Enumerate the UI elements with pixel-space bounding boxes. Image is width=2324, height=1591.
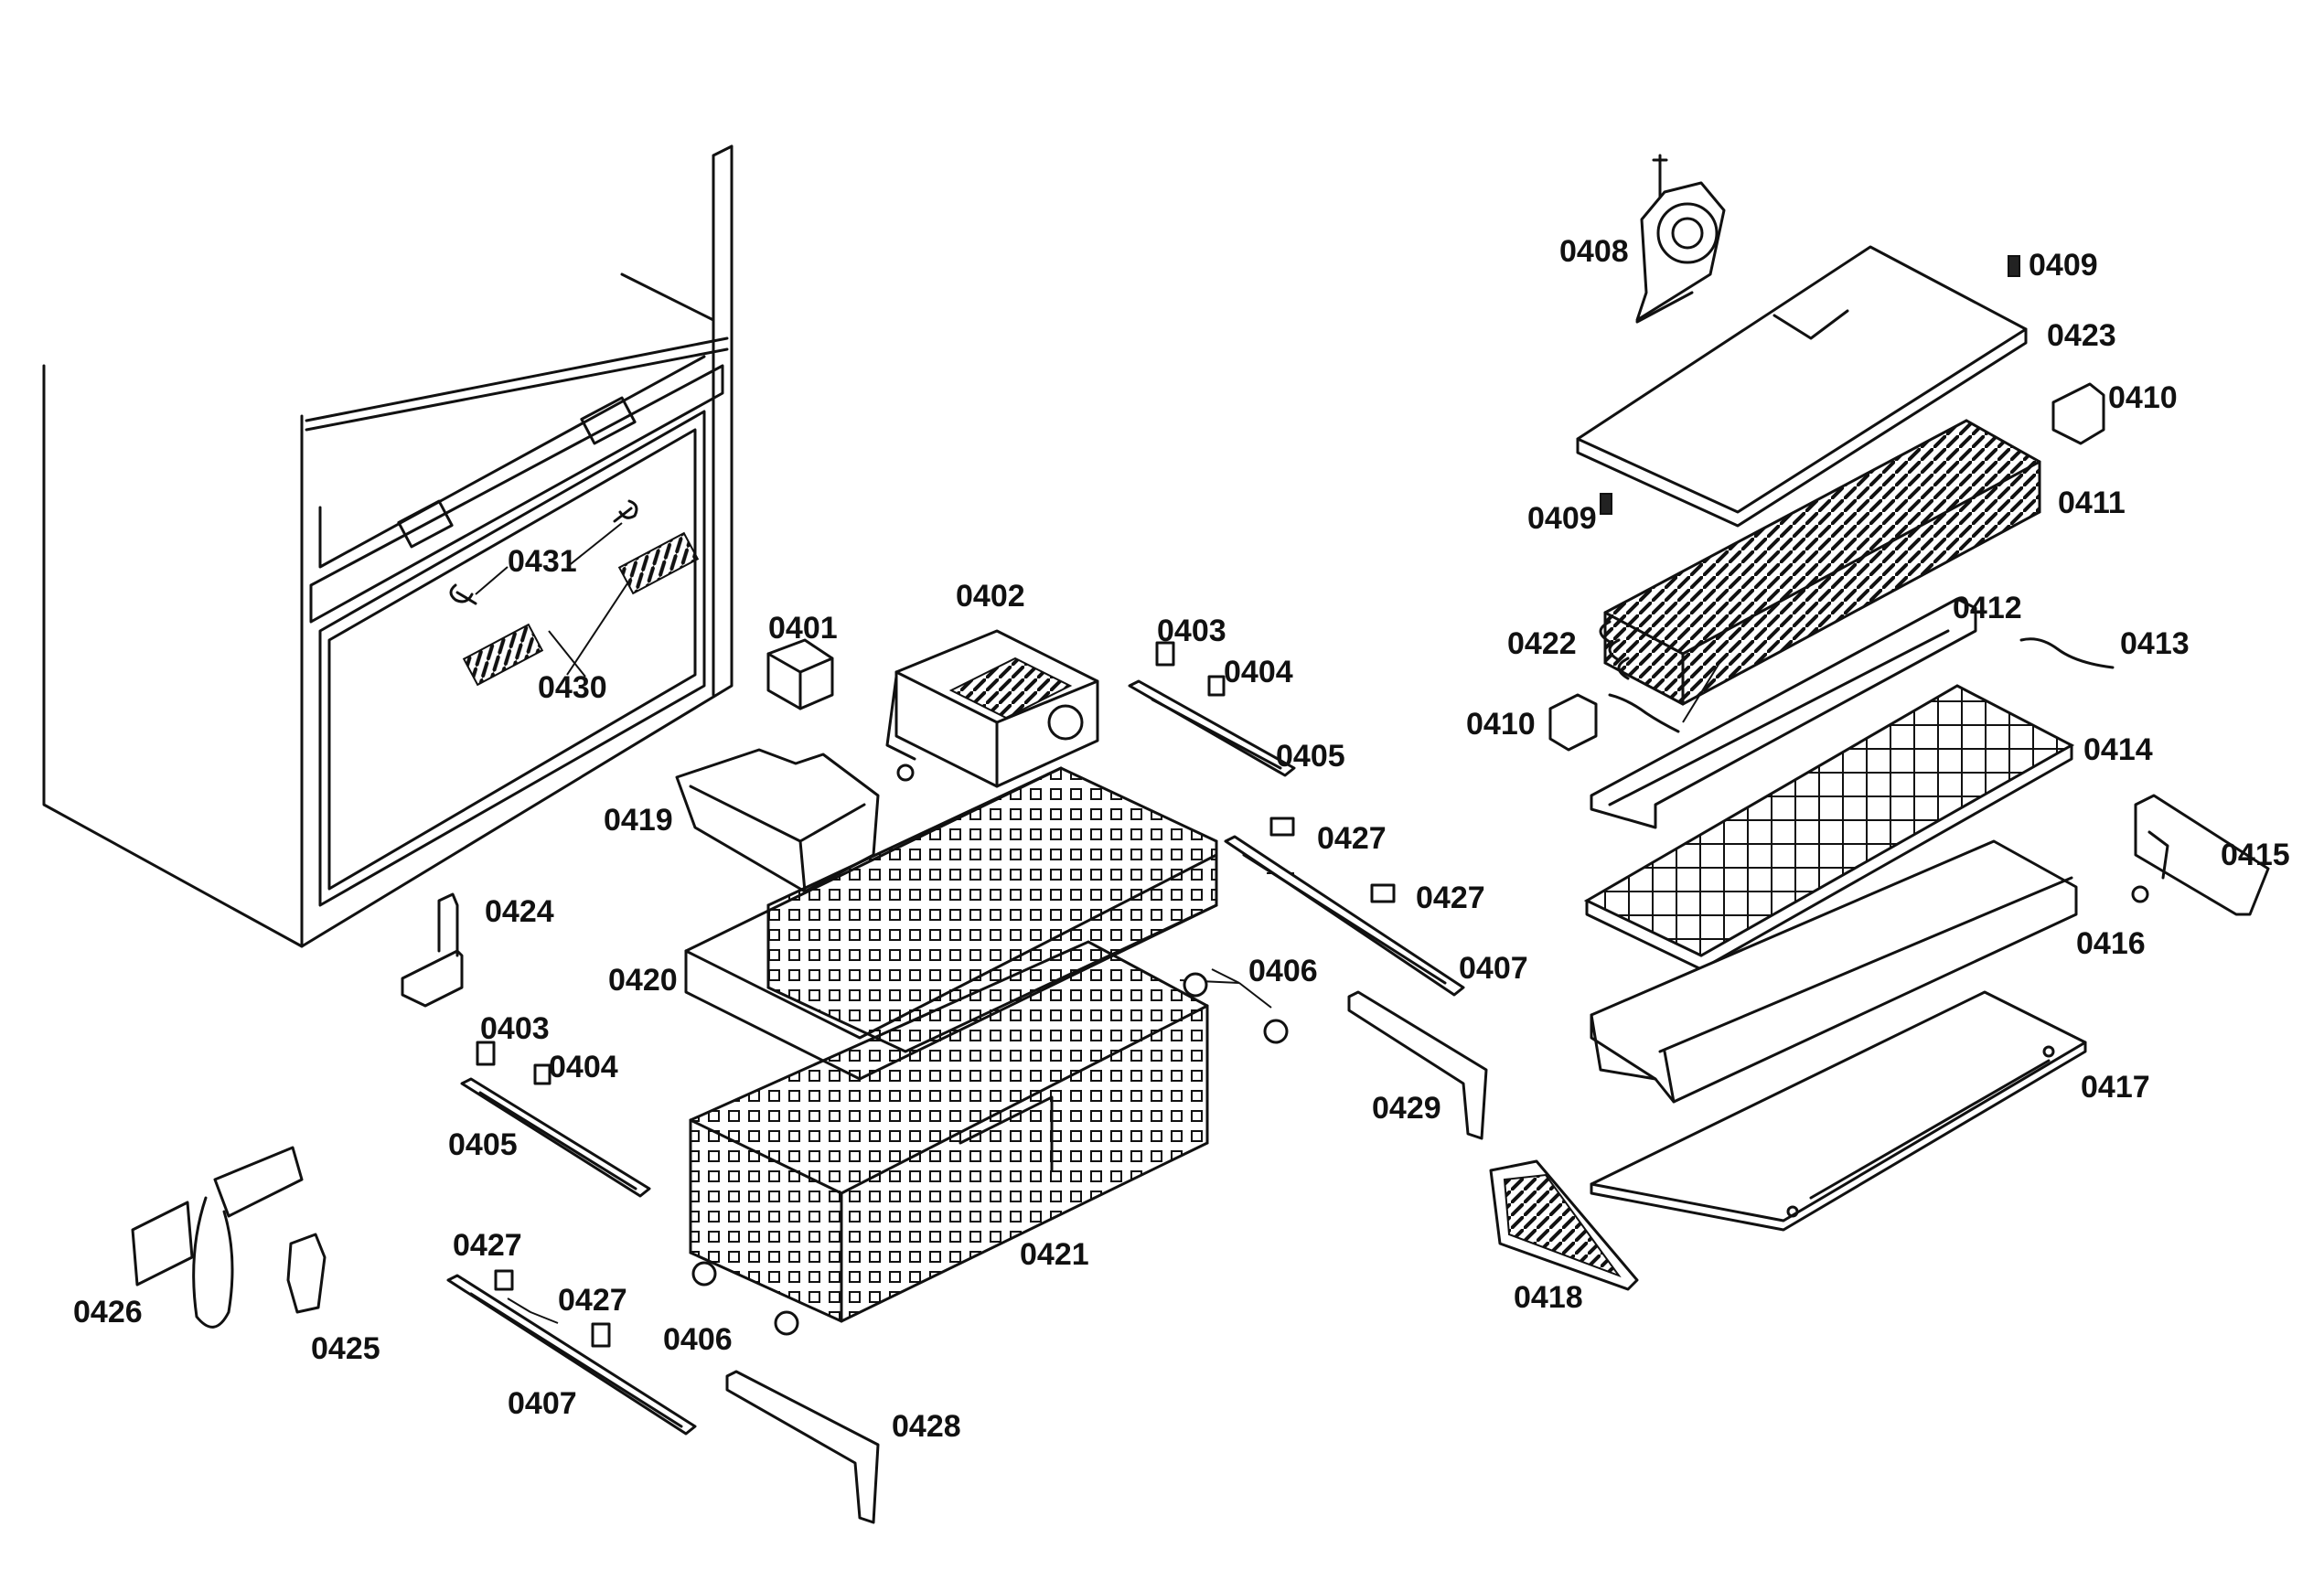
part-label-0427: 0427	[1416, 881, 1485, 915]
part-label-0415: 0415	[2221, 838, 2290, 872]
part-label-0427: 0427	[453, 1228, 522, 1263]
part-label-0404: 0404	[1224, 655, 1293, 689]
part-label-0405: 0405	[1276, 739, 1345, 774]
part-label-0418: 0418	[1514, 1280, 1583, 1315]
lower-basket	[689, 940, 1209, 1323]
part-label-0431: 0431	[508, 544, 577, 579]
part-label-0427: 0427	[558, 1283, 627, 1318]
drain-trough	[1590, 597, 1977, 829]
part-label-0428: 0428	[892, 1409, 961, 1444]
part-label-0407: 0407	[508, 1386, 577, 1421]
part-label-0410: 0410	[1466, 707, 1536, 742]
part-label-0420: 0420	[608, 963, 678, 998]
part-label-0423: 0423	[2047, 318, 2116, 353]
part-label-0414: 0414	[2083, 732, 2153, 767]
fan-motor	[1635, 154, 1726, 324]
part-label-0403: 0403	[1157, 614, 1226, 648]
slide-support	[725, 990, 1488, 1524]
part-label-0422: 0422	[1507, 626, 1577, 661]
bracket	[1548, 382, 2105, 752]
part-label-0419: 0419	[604, 803, 673, 838]
part-label-0429: 0429	[1372, 1091, 1441, 1126]
small-part	[401, 641, 1396, 1348]
part-label-0427: 0427	[1317, 821, 1387, 856]
evaporator-coil	[1599, 419, 2041, 706]
part-label-0413: 0413	[2120, 626, 2190, 661]
drawer-rail	[446, 679, 1465, 1436]
part-label-0408: 0408	[1559, 234, 1629, 269]
part-label-0409: 0409	[1527, 501, 1597, 536]
part-label-0406: 0406	[663, 1322, 733, 1357]
screw	[1600, 255, 2020, 515]
mounting-bracket	[2131, 794, 2270, 916]
part-label-0404: 0404	[549, 1050, 618, 1084]
part-label-0401: 0401	[768, 611, 838, 646]
part-label-0426: 0426	[73, 1295, 143, 1329]
evaporator-back-cover	[1590, 839, 2078, 1104]
refrigerator-cabinet	[42, 144, 734, 948]
part-label-0409: 0409	[2029, 248, 2098, 283]
bottom-panel	[1590, 990, 2087, 1232]
sensor-wire	[1608, 637, 2115, 733]
part-label-0416: 0416	[2076, 926, 2146, 961]
air-duct	[1489, 1159, 1639, 1291]
part-label-0421: 0421	[1020, 1237, 1089, 1272]
part-label-0417: 0417	[2081, 1070, 2150, 1105]
part-label-0405: 0405	[448, 1127, 518, 1162]
part-label-0403: 0403	[480, 1011, 550, 1046]
part-label-0412: 0412	[1953, 591, 2022, 625]
part-label-0424: 0424	[485, 894, 554, 929]
part-label-0425: 0425	[311, 1331, 380, 1366]
part-label-0402: 0402	[956, 579, 1025, 614]
switch	[766, 638, 834, 710]
ice-maker	[885, 629, 1099, 788]
part-label-0407: 0407	[1459, 951, 1528, 986]
part-label-0410: 0410	[2108, 380, 2178, 415]
part-label-0406: 0406	[1248, 954, 1318, 988]
control-housing	[131, 1146, 327, 1329]
ice-bin	[675, 748, 880, 893]
part-label-0411: 0411	[2058, 486, 2126, 520]
evaporator-cover	[1576, 245, 2028, 528]
part-label-0430: 0430	[538, 670, 607, 705]
